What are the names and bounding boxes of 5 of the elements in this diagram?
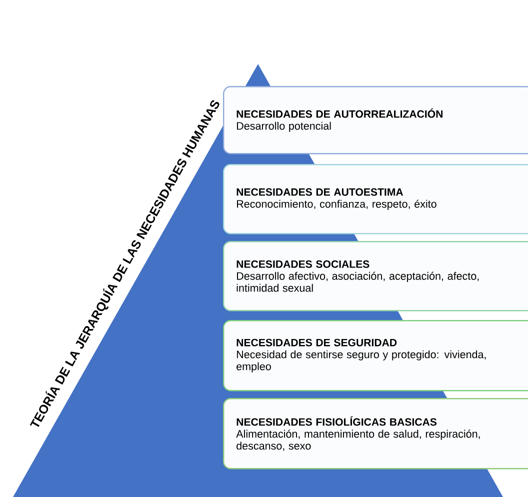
level-box: NECESIDADES SOCIALES Desarrollo afectivo, asociación, aceptación, afecto, intimidad sexual [223, 241, 528, 312]
level-box: NECESIDADES DE AUTOESTIMA Reconocimiento, confianza, respeto, éxito [223, 164, 528, 234]
level-box: NECESIDADES DE SEGURIDAD Necesidad de sentirse seguro y protegido: vivienda, empleo [223, 320, 528, 392]
level-box: NECESIDADES DE AUTORREALIZACIÓN Desarrollo potencial [223, 86, 528, 154]
level-box: NECESIDADES FISIOLÍGICAS BASICAS Alimentación, mantenimiento de salud, respiración, descanso, sexo [223, 398, 528, 470]
